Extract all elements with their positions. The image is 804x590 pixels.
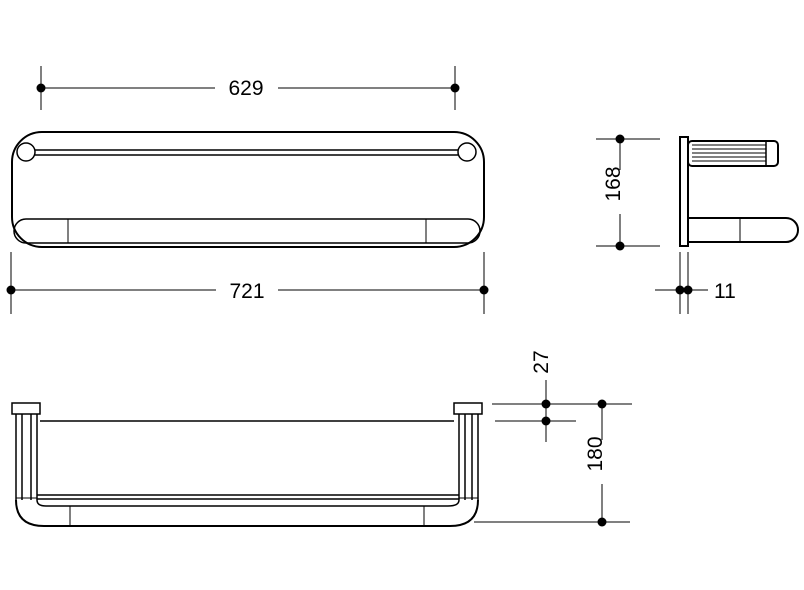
dimension-27: 27 — [492, 350, 632, 442]
dimension-721-label: 721 — [229, 280, 264, 303]
front-view-shelf — [11, 402, 483, 527]
dimension-629: 629 — [36, 66, 460, 110]
top-view: 629 721 — [6, 66, 489, 314]
dimension-168-label: 168 — [602, 166, 625, 201]
side-view: 168 11 — [596, 134, 799, 314]
front-view: 27 180 — [11, 350, 632, 527]
dimension-27-label: 27 — [530, 350, 553, 373]
dimension-180: 180 — [474, 399, 630, 527]
dimension-180-label: 180 — [584, 436, 607, 471]
upper-rail-side — [687, 140, 779, 167]
dimension-721: 721 — [6, 252, 489, 314]
top-view-shelf — [11, 131, 485, 248]
wall-plate — [679, 136, 689, 247]
dimension-629-label: 629 — [228, 77, 263, 100]
dimension-11-label: 11 — [714, 280, 736, 303]
lower-rail-side — [688, 217, 799, 243]
dimension-11: 11 — [655, 252, 736, 314]
dimension-168: 168 — [596, 134, 660, 251]
